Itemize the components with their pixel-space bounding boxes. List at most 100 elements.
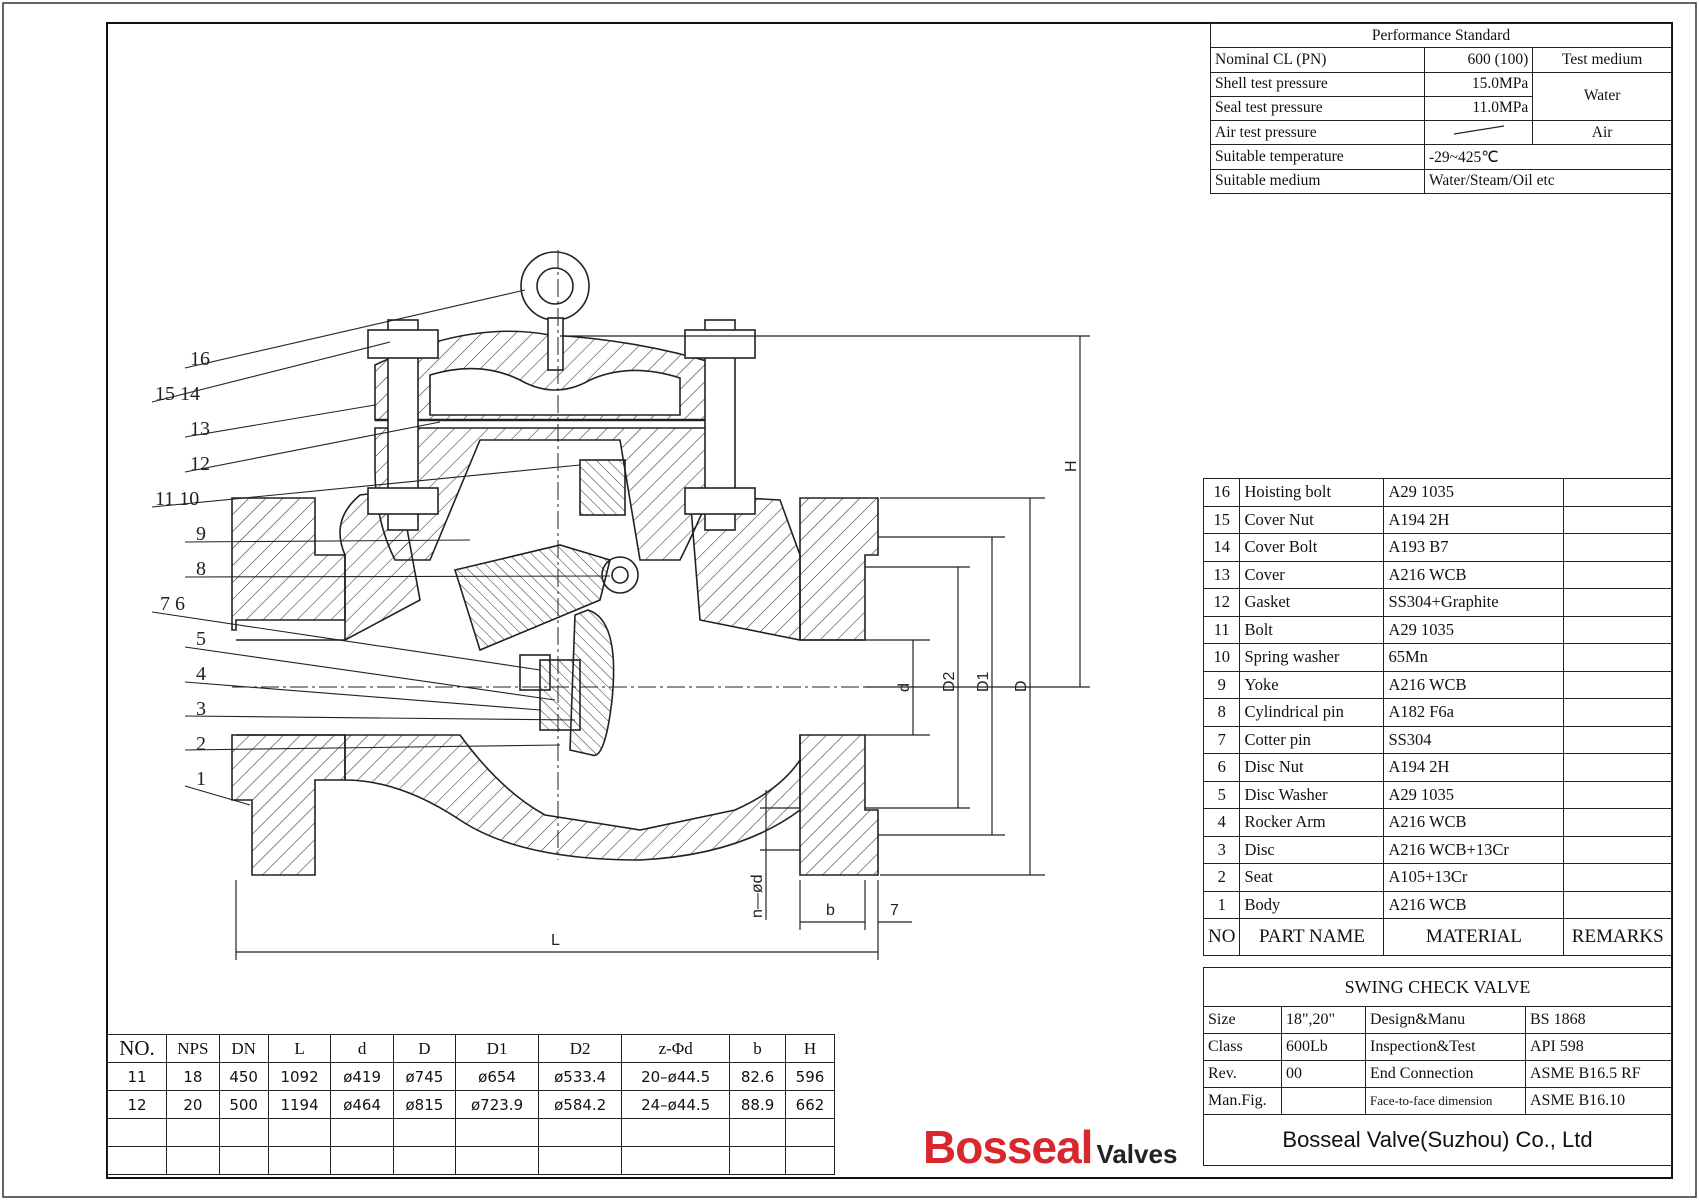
part-name: Seat <box>1239 863 1385 892</box>
perf-medium: Test medium <box>1532 47 1672 73</box>
perf-label: Suitable temperature <box>1210 144 1425 170</box>
part-name: Rocker Arm <box>1239 808 1385 837</box>
part-name: Hoisting bolt <box>1239 478 1385 507</box>
part-material: A216 WCB <box>1383 808 1565 837</box>
logo-brand: Bosseal <box>923 1121 1093 1173</box>
dims-cell: ø745 <box>392 1062 457 1091</box>
part-no: 5 <box>1202 780 1241 809</box>
dim-D: D <box>1013 680 1030 692</box>
dims-cell: ø723.9 <box>455 1090 540 1119</box>
disc <box>569 609 615 757</box>
balloon-7-6: 7 6 <box>160 593 185 615</box>
balloon-13: 13 <box>190 418 210 440</box>
dims-header-cell: NO. <box>106 1034 168 1063</box>
part-no: 3 <box>1202 835 1241 864</box>
ftf-value: ASME B16.10 <box>1525 1087 1672 1115</box>
perf-label: Air test pressure <box>1210 120 1425 146</box>
man-fig-label: Man.Fig. <box>1203 1087 1282 1115</box>
perf-label: Shell test pressure <box>1210 71 1425 97</box>
dims-cell: 88.9 <box>729 1090 786 1119</box>
dim-H: H <box>1063 460 1080 472</box>
perf-value: 15.0MPa <box>1423 71 1534 97</box>
part-remarks <box>1563 863 1672 892</box>
dims-header-cell: NPS <box>166 1034 220 1063</box>
part-material: A193 B7 <box>1383 533 1565 562</box>
rocker-arm <box>453 544 611 652</box>
part-remarks <box>1563 808 1672 837</box>
inner-frame <box>106 22 1673 1179</box>
leader-lines <box>151 289 611 806</box>
part-remarks <box>1563 780 1672 809</box>
part-remarks <box>1563 835 1672 864</box>
balloon-15-14: 15 14 <box>155 383 200 405</box>
part-no: 6 <box>1202 753 1241 782</box>
part-material: A29 1035 <box>1383 478 1565 507</box>
dims-cell: 596 <box>784 1062 836 1091</box>
body-upper-wall-right <box>689 494 801 641</box>
part-no: 13 <box>1202 560 1241 589</box>
dims-cell: 450 <box>218 1062 269 1091</box>
perf-medium: Water <box>1532 71 1672 122</box>
part-name: Cylindrical pin <box>1239 698 1385 727</box>
dims-cell: ø584.2 <box>538 1090 623 1119</box>
dims-header-cell: D <box>392 1034 457 1063</box>
dims-cell: 24–ø44.5 <box>621 1090 731 1119</box>
perf-value-dash <box>1423 120 1534 146</box>
parts-header-material: MATERIAL <box>1383 918 1565 956</box>
part-remarks <box>1563 533 1672 562</box>
man-fig-value <box>1281 1087 1366 1115</box>
part-remarks <box>1563 560 1672 589</box>
balloon-3: 3 <box>196 698 206 720</box>
parts-header-no: NO <box>1202 918 1241 956</box>
class-value: 600Lb <box>1281 1033 1366 1061</box>
dims-cell: 1092 <box>267 1062 332 1091</box>
dims-cell: ø464 <box>330 1090 394 1119</box>
perf-medium: Air <box>1532 120 1672 146</box>
part-material: A216 WCB+13Cr <box>1383 835 1565 864</box>
part-name: Cover Bolt <box>1239 533 1385 562</box>
dims-header-cell: D2 <box>538 1034 623 1063</box>
part-material: SS304 <box>1383 725 1565 754</box>
dims-cell: 500 <box>218 1090 269 1119</box>
part-material: 65Mn <box>1383 643 1565 672</box>
body-right-flange-lower <box>799 734 879 876</box>
balloon-9: 9 <box>196 523 206 545</box>
dim-D2: D2 <box>941 671 958 692</box>
dims-header-cell: d <box>330 1034 394 1063</box>
inspection-value: API 598 <box>1525 1033 1672 1061</box>
part-no: 16 <box>1202 478 1241 507</box>
balloon-4: 4 <box>196 663 206 685</box>
balloon-12: 12 <box>190 453 210 475</box>
hoisting-bolt-eye <box>520 251 590 321</box>
part-name: Cover <box>1239 560 1385 589</box>
part-name: Yoke <box>1239 670 1385 699</box>
part-name: Gasket <box>1239 588 1385 617</box>
perf-value: -29~425℃ <box>1423 144 1673 170</box>
part-material: A29 1035 <box>1383 780 1565 809</box>
drawing-title: SWING CHECK VALVE <box>1203 967 1672 1007</box>
part-material: A216 WCB <box>1383 560 1565 589</box>
part-no: 11 <box>1202 615 1241 644</box>
part-remarks <box>1563 505 1672 534</box>
perf-title: Performance Standard <box>1210 22 1672 49</box>
end-connection-label: End Connection <box>1365 1060 1526 1088</box>
part-material: A194 2H <box>1383 505 1565 534</box>
perf-label: Suitable medium <box>1210 168 1425 195</box>
dim-7: 7 <box>890 902 899 919</box>
part-remarks <box>1563 725 1672 754</box>
cover-inner <box>429 367 681 416</box>
part-remarks <box>1563 670 1672 699</box>
part-remarks <box>1563 643 1672 672</box>
part-name: Bolt <box>1239 615 1385 644</box>
part-no: 14 <box>1202 533 1241 562</box>
part-name: Cover Nut <box>1239 505 1385 534</box>
